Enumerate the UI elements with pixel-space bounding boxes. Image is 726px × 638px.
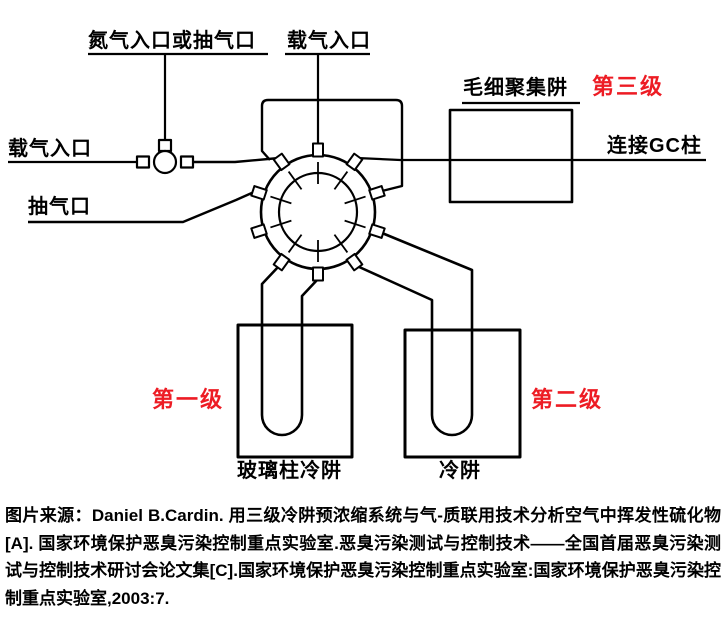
capillary-trap-box bbox=[448, 108, 574, 204]
valve-spoke bbox=[333, 171, 349, 190]
tee-top-fitting bbox=[157, 138, 173, 153]
sample-loop-line bbox=[260, 98, 404, 193]
cold-trap-label: 冷阱 bbox=[439, 460, 481, 482]
valve-spoke bbox=[287, 171, 303, 190]
tee-valve bbox=[135, 138, 195, 175]
stage-three-label: 第三级 bbox=[592, 74, 665, 99]
carrier-inlet-left-label: 载气入口 bbox=[8, 138, 92, 160]
right-trap-tube bbox=[356, 231, 474, 437]
valve-port-fitting bbox=[312, 142, 324, 158]
gc-column-label: 连接GC柱 bbox=[607, 135, 702, 157]
valve-spoke bbox=[270, 195, 292, 205]
cold-trap-box bbox=[403, 328, 522, 459]
valve-port-fitting bbox=[272, 152, 291, 172]
valve-ports bbox=[250, 142, 386, 282]
source-caption: 图片来源：Daniel B.Cardin. 用三级冷阱预浓缩系统与气-质联用技术… bbox=[5, 506, 721, 608]
tee-right-fitting bbox=[179, 155, 195, 169]
stage-two-label: 第二级 bbox=[531, 387, 604, 412]
nitrogen-inlet-label: 氮气入口或抽气口 bbox=[88, 30, 256, 52]
valve-port-fitting bbox=[250, 185, 268, 201]
capillary-trap-label: 毛细聚集阱 bbox=[463, 77, 568, 99]
nitrogen-inlet-line bbox=[88, 52, 268, 141]
glass-cold-trap-label: 玻璃柱冷阱 bbox=[237, 460, 342, 482]
diagram-canvas bbox=[8, 52, 706, 459]
valve-spoke bbox=[287, 234, 303, 253]
gc-column-line bbox=[356, 156, 706, 162]
valve-spoke bbox=[344, 219, 366, 229]
pump-port-line bbox=[28, 190, 255, 224]
carrier-inlet-top-label: 载气入口 bbox=[287, 30, 371, 52]
valve-spoke bbox=[333, 234, 349, 253]
stage-one-label: 第一级 bbox=[152, 387, 225, 412]
tee-body bbox=[152, 149, 178, 175]
valve-port-fitting bbox=[345, 152, 364, 172]
pump-port-label: 抽气口 bbox=[28, 196, 91, 218]
valve-spokes bbox=[270, 162, 366, 262]
valve-port-fitting bbox=[368, 185, 386, 201]
valve-port-fitting bbox=[272, 252, 291, 272]
valve-port-fitting bbox=[345, 252, 364, 272]
tee-left-fitting bbox=[135, 155, 151, 169]
valve-port-fitting bbox=[368, 223, 386, 239]
valve-port-fitting bbox=[250, 223, 268, 239]
valve-port-fitting bbox=[312, 266, 324, 282]
left-trap-tube bbox=[260, 265, 319, 437]
glass-cold-trap-box bbox=[236, 323, 354, 459]
valve-spoke bbox=[344, 195, 366, 205]
tee-to-valve-line bbox=[193, 156, 280, 164]
valve-spoke bbox=[270, 219, 292, 229]
